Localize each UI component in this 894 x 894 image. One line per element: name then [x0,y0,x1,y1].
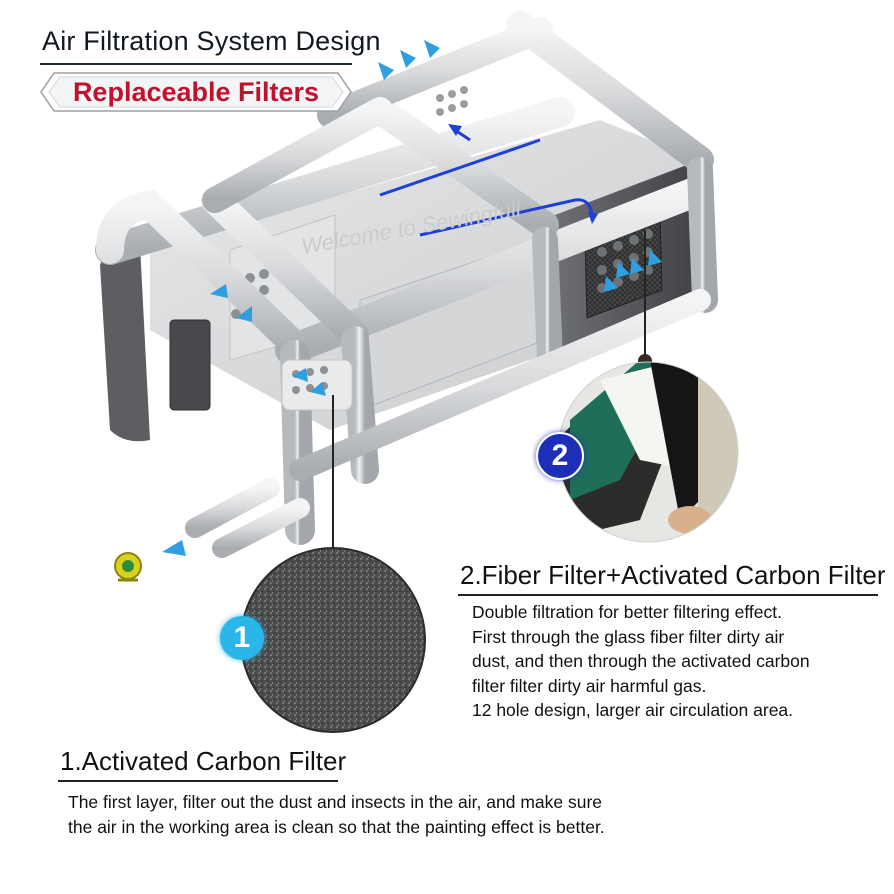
badge-frame [40,72,352,112]
fiber-line: First through the glass fiber filter dir… [472,626,785,647]
blower-icon [114,552,142,582]
carbon-line: The first layer, filter out the dust and… [68,792,603,812]
back-vent-top [436,86,468,116]
fiber-filter-description: Double filtration for better filtering e… [472,600,882,723]
front-vent [281,359,353,411]
inlet-pipe-2 [212,498,310,558]
page-title: Air Filtration System Design [42,26,381,56]
inlet-pipe-1 [185,478,280,538]
airflow-arrows [162,40,662,556]
badge-replaceable-filters: Replaceable Filters [72,77,320,107]
marker-two: 2 [536,432,584,480]
fiber-line: dust, and then through the activated car… [472,651,810,671]
carbon-filter-disc [240,547,426,733]
carbon-filter-heading: 1.Activated Carbon Filter [60,746,347,776]
left-end-wall [100,244,150,442]
fiber-line: filter filter dirty air harmful gas. [472,675,707,696]
fiber-line: Double filtration for better filtering e… [472,602,782,622]
fiber-filter-underline [458,594,878,596]
carbon-filter-underline [58,780,338,782]
door-panel [169,319,211,411]
fiber-filter-heading: 2.Fiber Filter+Activated Carbon Filter [460,560,886,590]
marker-one: 1 [220,616,264,660]
flow-line-1 [379,138,541,197]
carbon-filter-description: The first layer, filter out the dust and… [68,790,868,839]
flow-line-2 [419,198,594,237]
fiber-line: 12 hole design, larger air circulation a… [472,700,794,720]
title-underline [40,63,352,65]
fiber-filter-photo [558,362,738,542]
carbon-line: the air in the working area is clean so … [68,816,605,837]
